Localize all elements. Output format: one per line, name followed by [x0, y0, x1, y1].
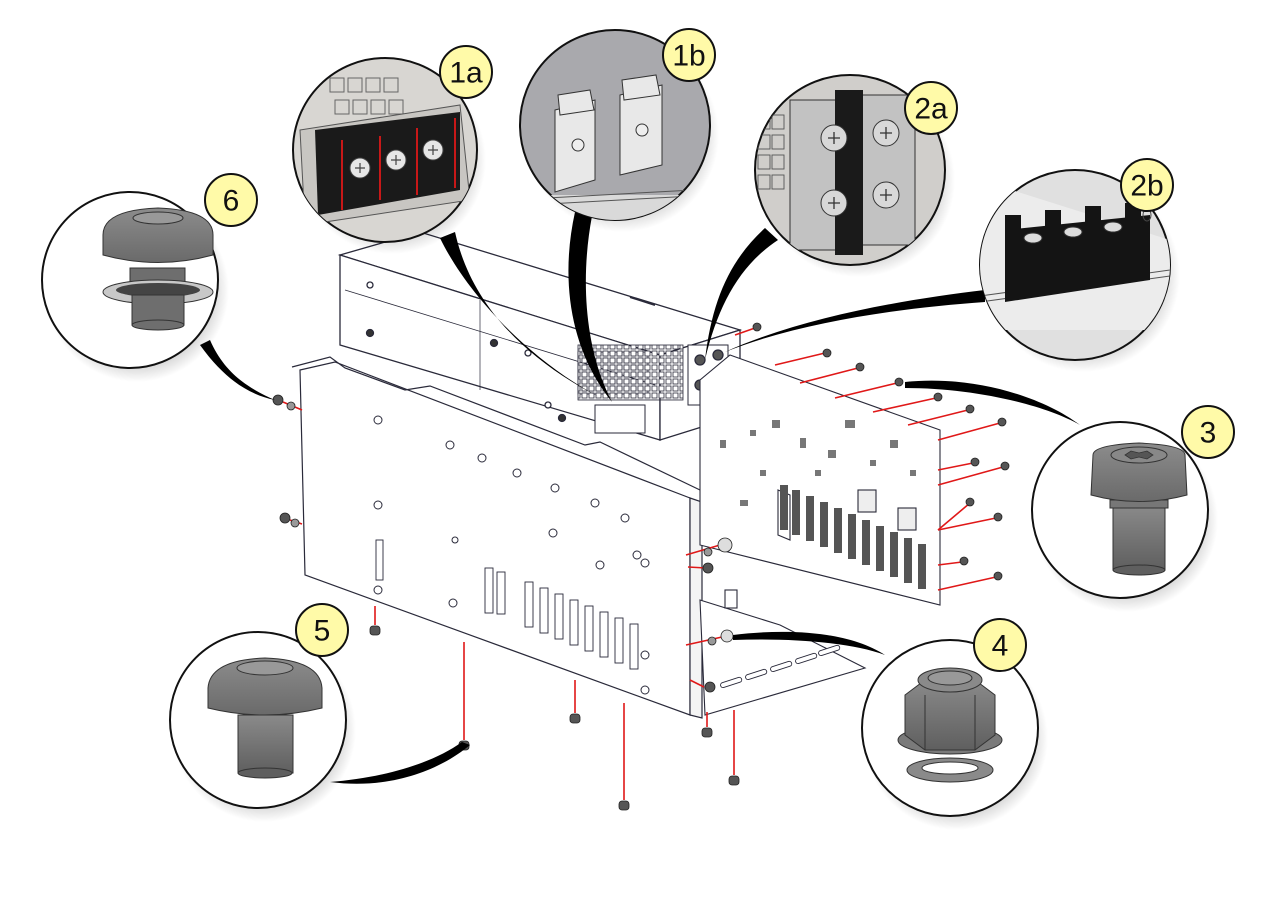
callout-label-2a: 2a	[914, 93, 948, 126]
label-badge-5: 5	[295, 603, 349, 657]
detail-terminal-block-3pos	[299, 77, 471, 226]
label-badge-1b: 1b	[662, 28, 716, 82]
leader-3	[905, 380, 1080, 425]
callout-label-5: 5	[314, 615, 331, 648]
loose-fasteners	[272, 322, 1010, 811]
callout-1b[interactable]: 1b	[510, 28, 730, 235]
callout-2b[interactable]: 2b	[979, 158, 1180, 372]
callout-6[interactable]: 6	[41, 173, 258, 382]
leader-6	[200, 340, 275, 400]
detail-barrier-strip	[980, 180, 1170, 330]
callout-2a[interactable]: 2a	[754, 74, 958, 277]
base-plate	[699, 599, 867, 716]
callout-4[interactable]: 4	[861, 618, 1048, 830]
leader-1a	[440, 232, 615, 405]
label-badge-6: 6	[204, 173, 258, 227]
callout-5[interactable]: 5	[169, 603, 356, 822]
callout-3[interactable]: 3	[1031, 405, 1235, 612]
callout-label-6: 6	[223, 185, 240, 218]
leader-2a	[705, 228, 778, 360]
leader-5	[330, 742, 470, 784]
callout-label-1a: 1a	[449, 57, 483, 90]
callout-label-4: 4	[992, 630, 1009, 663]
label-badge-2a: 2a	[904, 81, 958, 135]
callout-1a[interactable]: 1a	[292, 45, 493, 254]
leader-2b	[725, 290, 985, 352]
label-badge-3: 3	[1181, 405, 1235, 459]
fastener-axes	[282, 327, 1004, 800]
detail-dual-terminal	[757, 90, 916, 255]
detail-screw-with-captive-washer	[102, 207, 214, 331]
circuit-board	[699, 354, 941, 609]
label-badge-4: 4	[973, 618, 1027, 672]
callout-label-2b: 2b	[1130, 170, 1163, 203]
label-badge-1a: 1a	[439, 45, 493, 99]
callout-label-3: 3	[1200, 417, 1217, 450]
detail-flange-nut-lock-washer	[897, 667, 1003, 783]
detail-torx-cap-screw	[1090, 442, 1188, 576]
leader-1b	[568, 212, 612, 402]
leader-lines	[200, 212, 1080, 784]
detail-button-head-screw	[207, 657, 323, 779]
callout-label-1b: 1b	[672, 40, 705, 73]
leader-4	[733, 631, 885, 655]
main-assembly	[272, 231, 1010, 811]
label-badge-2b: 2b	[1120, 158, 1174, 212]
